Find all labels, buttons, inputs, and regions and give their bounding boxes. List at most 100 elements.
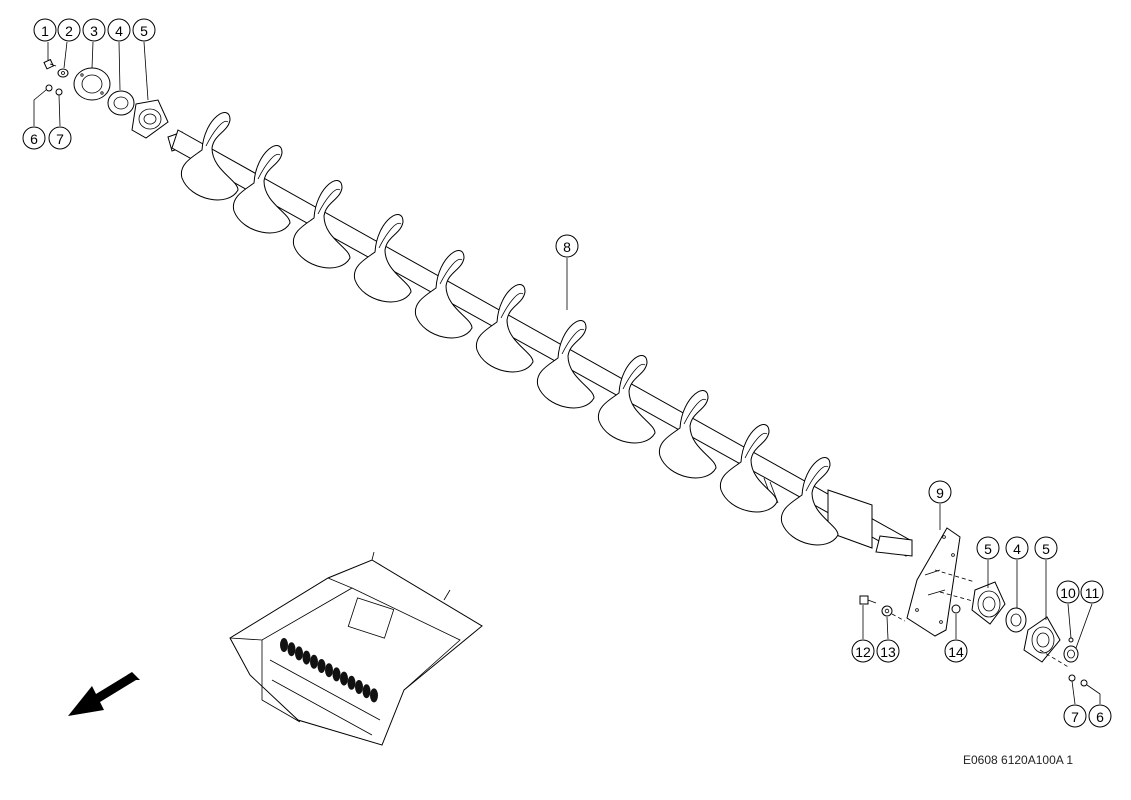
callout-circle (132, 18, 156, 42)
end-plate (906, 527, 961, 637)
bearing (107, 90, 135, 116)
callout-circle (928, 480, 952, 504)
bolt (43, 58, 57, 70)
auger-flight (780, 457, 839, 546)
callout-5: 5 (976, 536, 1000, 560)
callout-circle (876, 639, 900, 663)
auger-flight (597, 355, 656, 444)
callout-circle (851, 639, 875, 663)
callout-label: 4 (115, 23, 123, 39)
mini-auger-flight (295, 646, 303, 661)
callout-leader (143, 41, 149, 101)
mini-auger-flight (310, 654, 318, 669)
auger-flight (414, 250, 473, 339)
bearing (1005, 607, 1027, 633)
mini-auger-flight (280, 638, 288, 652)
callout-label: 8 (563, 239, 571, 255)
callout-circle (48, 126, 72, 150)
mini-auger-flight (355, 680, 363, 694)
bearing-flange (73, 67, 111, 101)
callout-10: 10 (1056, 580, 1080, 604)
mini-auger-flight (302, 650, 311, 665)
lock-washer (1068, 674, 1076, 682)
locking-collar (1063, 645, 1079, 663)
callout-14: 14 (944, 639, 968, 663)
auger-assembly (167, 129, 913, 557)
callout-leader (1086, 684, 1101, 704)
nut (1080, 679, 1088, 687)
mini-auger-flight (287, 642, 296, 657)
bolt (859, 595, 877, 605)
callout-circle (1063, 704, 1087, 728)
callout-label: 1 (41, 23, 49, 39)
callout-3: 3 (82, 18, 106, 42)
callout-label: 3 (90, 23, 98, 39)
callout-label: 12 (855, 644, 871, 660)
callout-circle (944, 639, 968, 663)
callout-7: 7 (1063, 704, 1087, 728)
bearing-housing (1023, 616, 1061, 663)
auger-shaft (171, 129, 911, 557)
callout-11: 11 (1080, 580, 1104, 604)
callout-leader (1067, 603, 1072, 639)
mini-auger-flight (325, 663, 333, 678)
callout-label: 5 (984, 541, 992, 557)
callout-leader (63, 41, 68, 69)
callout-leader (118, 41, 121, 91)
callout-circle (1034, 536, 1058, 560)
auger-flight (353, 214, 412, 303)
callout-7: 7 (48, 126, 72, 150)
callout-leader (33, 89, 47, 126)
lock-washer (55, 88, 63, 96)
callout-label: 6 (1096, 709, 1104, 725)
auger-flight (536, 320, 595, 409)
mini-auger-flight (332, 667, 341, 682)
callout-label: 5 (1042, 541, 1050, 557)
callout-4: 4 (107, 18, 131, 42)
callout-12: 12 (851, 639, 875, 663)
callout-circle (107, 18, 131, 42)
callout-label: 4 (1013, 541, 1021, 557)
mini-auger-flight (362, 684, 371, 699)
auger-flights (180, 112, 839, 546)
auger-flight (292, 180, 351, 269)
callout-circle (57, 18, 81, 42)
callout-circle (1005, 536, 1029, 560)
callout-9: 9 (928, 480, 952, 504)
auger-flight (719, 424, 778, 513)
callout-1: 1 (33, 18, 57, 42)
direction-arrow-icon (68, 672, 140, 716)
callout-label: 10 (1060, 585, 1076, 601)
callout-leader (886, 616, 889, 640)
mini-auger-flight (317, 659, 326, 673)
callout-circle (33, 18, 57, 42)
callout-6: 6 (1088, 704, 1112, 728)
callout-5: 5 (132, 18, 156, 42)
callout-circle (22, 126, 46, 150)
callout-circle (555, 234, 579, 258)
callout-label: 5 (140, 23, 148, 39)
nut (951, 604, 961, 614)
reference-code: E0608 6120A100A 1 (963, 753, 1074, 767)
mini-auger-flight (370, 688, 378, 703)
callout-circle (976, 536, 1000, 560)
mini-auger-flight (347, 675, 356, 690)
callout-label: 7 (56, 131, 64, 147)
washer (881, 605, 893, 617)
callout-leader (1075, 603, 1093, 649)
right-bearing-group (859, 527, 1088, 687)
callout-circle (1080, 580, 1104, 604)
callout-label: 6 (30, 131, 38, 147)
auger-flight (180, 112, 239, 201)
mini-auger-flight (340, 671, 348, 686)
callout-label: 7 (1071, 709, 1079, 725)
callout-8: 8 (555, 234, 579, 258)
callout-4: 4 (1005, 536, 1029, 560)
nut (45, 84, 53, 92)
callout-2: 2 (57, 18, 81, 42)
callout-label: 13 (880, 644, 896, 660)
left-bearing-group (43, 58, 169, 139)
callout-label: 9 (936, 485, 944, 501)
auger-flight (475, 284, 534, 373)
